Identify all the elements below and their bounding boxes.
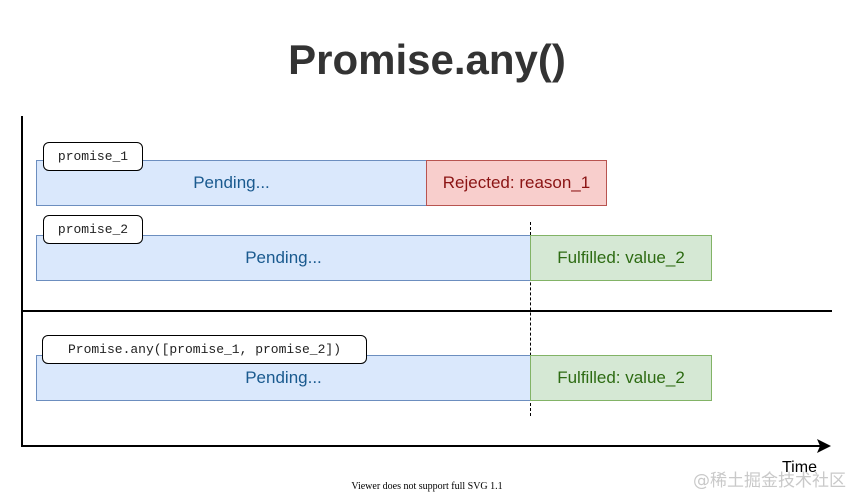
promise-2-fulfilled-bar: Fulfilled: value_2 (530, 235, 712, 281)
diagram-title: Promise.any() (288, 36, 566, 83)
promise-1-label: promise_1 (43, 142, 143, 171)
promise-2-label: promise_2 (43, 215, 143, 244)
promise-1-rejected-bar: Rejected: reason_1 (426, 160, 607, 206)
y-axis-line (21, 116, 23, 446)
promise-any-fulfilled-bar: Fulfilled: value_2 (530, 355, 712, 401)
svg-support-notice: Viewer does not support full SVG 1.1 (351, 481, 503, 492)
time-axis-arrow-icon (817, 439, 831, 453)
promise-any-label: Promise.any([promise_1, promise_2]) (42, 335, 367, 364)
watermark: @稀土掘金技术社区 (693, 471, 846, 491)
promise-2-pending-bar: Pending... (36, 235, 531, 281)
time-axis-line (21, 445, 821, 447)
settle-time-marker (530, 222, 531, 416)
separator-line (21, 310, 832, 312)
time-axis-label: Time (782, 459, 817, 476)
